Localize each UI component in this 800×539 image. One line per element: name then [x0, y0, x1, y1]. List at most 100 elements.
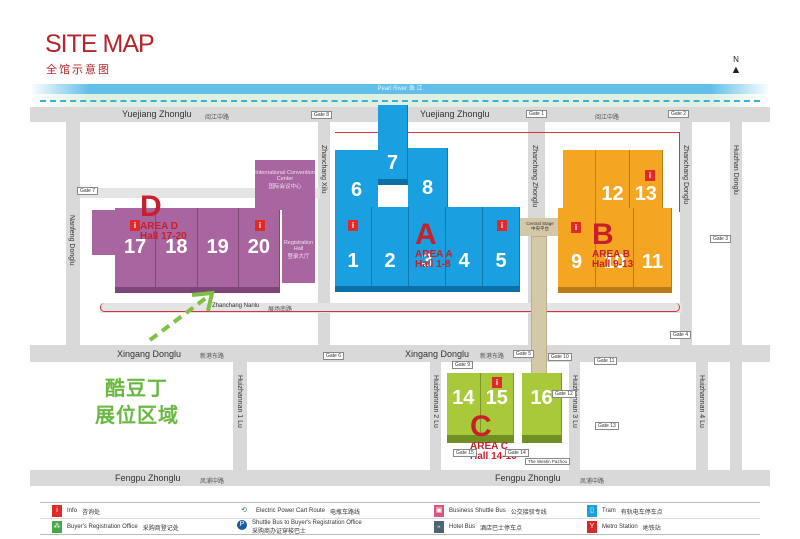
hall-6[interactable]: 6 [335, 170, 378, 210]
hall-16[interactable]: 16 [522, 373, 562, 443]
tram-icon: ▯ [587, 505, 597, 517]
legend-divider [40, 534, 760, 535]
cart-route [100, 303, 680, 312]
road-label-cn: 新港东路 [480, 354, 505, 360]
road-label: Fengpu Zhonglu [115, 473, 181, 483]
metro-icon: Y [587, 521, 597, 533]
hall-13[interactable]: 13 [629, 150, 663, 210]
road-xingang [30, 345, 770, 362]
road-north-d [80, 188, 320, 198]
hall-19[interactable]: 19 [197, 208, 239, 287]
road-label: Huizhannan 4 Lu [698, 375, 705, 428]
hall-11[interactable]: 11 [634, 208, 672, 287]
road-label: Zhanchang Zhonglu [531, 145, 538, 208]
road-fengpu [30, 470, 770, 486]
gate-7[interactable]: Gate 7 [77, 187, 99, 195]
road-huizhannan-1 [233, 362, 247, 470]
road-zhanchang-donglu [680, 122, 692, 345]
road-label-cn: 阅江中路 [205, 115, 230, 121]
gate-3[interactable]: Gate 3 [710, 235, 732, 243]
cart-route [335, 132, 680, 212]
info-icon: i [492, 377, 502, 388]
hall-4[interactable]: 4 [446, 207, 483, 286]
road-huizhannan-2 [430, 362, 441, 470]
road-huizhannan-4 [696, 362, 708, 470]
road-label: Zhanchang Donglu [682, 145, 689, 205]
info-icon: i [645, 170, 655, 181]
hall-8[interactable]: 8 [408, 148, 448, 208]
gate-12[interactable]: Gate 12 [552, 390, 576, 398]
gate-14[interactable]: Gate 14 [505, 449, 529, 457]
hall-2[interactable]: 2 [372, 207, 409, 286]
westin-hotel: The Westin Pazhou [525, 458, 571, 465]
hall-12[interactable]: 12 [596, 150, 630, 210]
legend-divider [40, 502, 760, 503]
gate-6[interactable]: Gate 6 [323, 352, 345, 360]
gate-1[interactable]: Gate 1 [526, 110, 548, 118]
road-label: Yuejiang Zhonglu [420, 109, 490, 119]
registration-icon: ⁂ [52, 521, 62, 533]
parking-shuttle-icon: P [237, 520, 247, 530]
gate-11[interactable]: Gate 11 [594, 357, 618, 365]
hall-18[interactable]: 18 [156, 208, 198, 287]
gate-9[interactable]: Gate 9 [452, 361, 474, 369]
road-label: Yuejiang Zhonglu [122, 109, 192, 119]
gate-15[interactable]: Gate 15 [453, 449, 477, 457]
booth-area-annotation: 酷豆丁 [105, 378, 168, 400]
road-label: Xingang Donglu [405, 349, 470, 359]
booth-area-annotation: 展位区域 [95, 405, 179, 427]
hall-d-annex [92, 210, 116, 255]
gate-13[interactable]: Gate 13 [595, 422, 619, 430]
road-huizhan-donglu [730, 122, 742, 470]
info-icon: i [130, 220, 140, 231]
info-icon: i [255, 220, 265, 231]
page-subtitle: 全馆示意图 [46, 64, 111, 76]
road-label: Xingang Donglu [117, 349, 182, 359]
gate-8[interactable]: Gate 8 [311, 111, 333, 119]
road-nanfeng [66, 122, 80, 345]
gate-5[interactable]: Gate 5 [513, 350, 535, 358]
hall-1[interactable]: 1 [335, 207, 372, 286]
gate-10[interactable]: Gate 10 [548, 353, 572, 361]
hall-7[interactable]: 7 [378, 105, 408, 185]
info-icon: i [52, 505, 62, 517]
hall-5[interactable]: 5 [483, 207, 520, 286]
hall-9[interactable]: 9 [558, 208, 596, 287]
info-icon: i [497, 220, 507, 231]
road-label-cn: 展场南路 [268, 307, 293, 313]
hall-3[interactable]: 3 [409, 207, 446, 286]
road-label: Huizhan Donglu [732, 145, 739, 195]
road-label: Fengpu Zhonglu [495, 473, 561, 483]
road-label: Huizhannan 1 Lu [236, 375, 243, 428]
hall-14[interactable]: 14 [447, 373, 481, 435]
road-label: Zhanchang Xilu [320, 145, 327, 194]
area-c-halls: 14 15 [447, 373, 514, 443]
hall-10[interactable]: 10 [596, 208, 634, 287]
gate-4[interactable]: Gate 4 [670, 331, 692, 339]
north-arrow-icon: N▲ [730, 55, 742, 76]
info-icon: i [571, 222, 581, 233]
hotel-bus-icon: H [434, 521, 444, 533]
legend-divider [40, 518, 760, 519]
pearl-river: Pearl River 珠 江 [30, 84, 770, 94]
gate-2[interactable]: Gate 2 [668, 110, 690, 118]
dashed-arrow-icon [148, 290, 215, 342]
info-icon: i [348, 220, 358, 231]
page-title: SITE MAP [45, 30, 155, 58]
road-label-cn: 阅江中路 [595, 115, 620, 121]
